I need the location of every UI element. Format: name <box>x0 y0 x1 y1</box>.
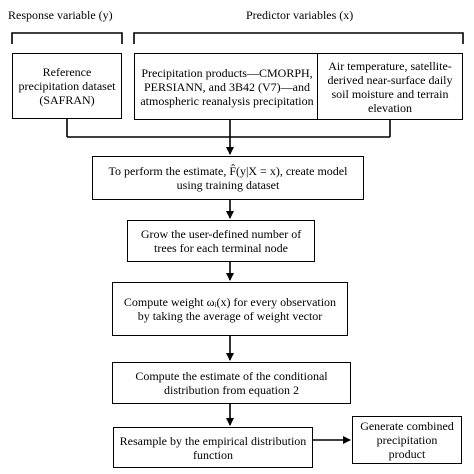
compute-weight-text: Compute weight ωᵢ(x) for every observati… <box>123 295 337 323</box>
resample-box: Resample by the empirical distribution f… <box>113 427 313 468</box>
compute-weight-box: Compute weight ωᵢ(x) for every observati… <box>112 282 348 336</box>
response-bracket <box>11 32 123 44</box>
generate-product-box: Generate combined precipitation product <box>352 416 462 464</box>
conditional-distribution-box: Compute the estimate of the conditional … <box>112 362 351 404</box>
resample-text: Resample by the empirical distribution f… <box>119 433 307 462</box>
generate-product-text: Generate combined precipitation product <box>360 419 454 461</box>
air-temperature-box: Air temperature, satellite-derived near-… <box>317 53 463 120</box>
predictor-bracket <box>133 32 464 44</box>
estimate-box: To perform the estimate, F̂(y|X = x), cr… <box>92 156 364 200</box>
estimate-text: To perform the estimate, F̂(y|X = x), cr… <box>108 164 348 192</box>
conditional-distribution-text: Compute the estimate of the conditional … <box>135 369 328 397</box>
reference-dataset-text: Reference precipitation dataset (SAFRAN) <box>18 65 116 107</box>
reference-dataset-box: Reference precipitation dataset (SAFRAN) <box>12 53 122 119</box>
precipitation-products-text: Precipitation products—CMORPH, PERSIANN,… <box>140 65 314 108</box>
grow-trees-box: Grow the user-defined number of trees fo… <box>127 220 315 262</box>
grow-trees-text: Grow the user-defined number of trees fo… <box>140 227 302 255</box>
predictor-variables-header: Predictor variables (x) <box>246 8 354 22</box>
response-variable-header: Response variable (y) <box>8 8 113 22</box>
air-temperature-text: Air temperature, satellite-derived near-… <box>327 58 453 115</box>
precipitation-products-box: Precipitation products—CMORPH, PERSIANN,… <box>134 53 320 120</box>
